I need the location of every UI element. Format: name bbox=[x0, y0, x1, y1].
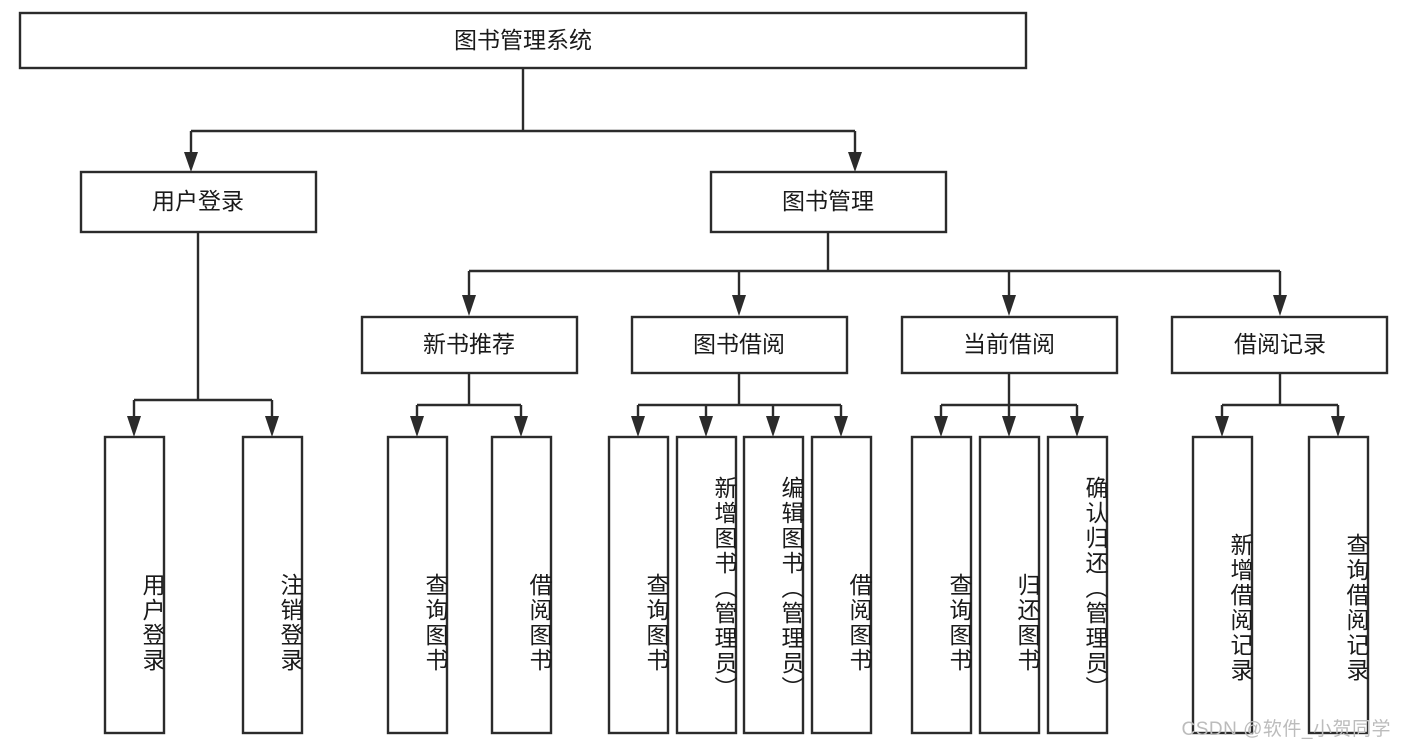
leaf-node-query-books-borrow[interactable] bbox=[607, 435, 670, 735]
node-book-management-label: 图书管理 bbox=[782, 188, 874, 214]
node-current-borrow-label: 当前借阅 bbox=[963, 331, 1055, 357]
node-book-borrow-label: 图书借阅 bbox=[693, 331, 785, 357]
node-root-system[interactable]: 图书管理系统 bbox=[18, 11, 1028, 70]
node-book-borrow[interactable]: 图书借阅 bbox=[630, 315, 849, 375]
leaf-node-confirm-return-admin[interactable] bbox=[1046, 435, 1109, 735]
arrow-head-icon bbox=[1002, 295, 1016, 316]
arrow-head-icon bbox=[834, 416, 848, 437]
leaf-node-query-books-current[interactable] bbox=[910, 435, 973, 735]
leaf-node-borrow-book[interactable] bbox=[810, 435, 873, 735]
node-current-borrow[interactable]: 当前借阅 bbox=[900, 315, 1119, 375]
arrow-head-icon bbox=[462, 295, 476, 316]
arrow-head-icon bbox=[1273, 295, 1287, 316]
leaf-node-add-book-admin[interactable] bbox=[675, 435, 738, 735]
arrow-head-icon bbox=[732, 295, 746, 316]
arrow-head-icon bbox=[184, 152, 198, 172]
arrow-head-icon bbox=[1215, 416, 1229, 437]
arrow-head-icon bbox=[127, 416, 141, 437]
connector-borrow-to-leaves bbox=[631, 373, 848, 437]
node-borrow-records-label: 借阅记录 bbox=[1234, 331, 1326, 357]
csdn-watermark: CSDN @软件_小贺同学 bbox=[1181, 719, 1391, 740]
arrow-head-icon bbox=[766, 416, 780, 437]
connector-current-to-leaves bbox=[934, 373, 1084, 437]
connector-newbooks-to-leaves bbox=[410, 373, 528, 437]
connector-books-to-level3 bbox=[462, 232, 1287, 316]
connector-root-to-level2 bbox=[184, 68, 862, 172]
node-user-login[interactable]: 用户登录 bbox=[79, 170, 318, 234]
arrow-head-icon bbox=[1070, 416, 1084, 437]
arrow-head-icon bbox=[848, 152, 862, 172]
arrow-head-icon bbox=[410, 416, 424, 437]
leaf-node-user-login[interactable] bbox=[103, 435, 166, 735]
arrow-head-icon bbox=[631, 416, 645, 437]
node-new-book-recommend[interactable]: 新书推荐 bbox=[360, 315, 579, 375]
arrow-head-icon bbox=[1002, 416, 1016, 437]
arrow-head-icon bbox=[265, 416, 279, 437]
leaf-node-query-borrow-record[interactable] bbox=[1307, 435, 1370, 735]
leaf-node-logout[interactable] bbox=[241, 435, 304, 735]
node-book-management[interactable]: 图书管理 bbox=[709, 170, 948, 234]
leaf-node-edit-book-admin[interactable] bbox=[742, 435, 805, 735]
arrow-head-icon bbox=[1331, 416, 1345, 437]
connector-records-to-leaves bbox=[1215, 373, 1345, 437]
leaf-node-return-book[interactable] bbox=[978, 435, 1041, 735]
leaf-node-query-books-rec[interactable] bbox=[386, 435, 449, 735]
leaf-node-borrow-books-rec[interactable] bbox=[490, 435, 553, 735]
node-new-book-recommend-label: 新书推荐 bbox=[423, 331, 515, 357]
node-root-label: 图书管理系统 bbox=[454, 27, 592, 53]
node-user-login-label: 用户登录 bbox=[152, 188, 244, 214]
arrow-head-icon bbox=[514, 416, 528, 437]
arrow-head-icon bbox=[934, 416, 948, 437]
leaf-node-add-borrow-record[interactable] bbox=[1191, 435, 1254, 735]
arrow-head-icon bbox=[699, 416, 713, 437]
connector-login-to-leaves bbox=[127, 232, 279, 437]
node-borrow-records[interactable]: 借阅记录 bbox=[1170, 315, 1389, 375]
